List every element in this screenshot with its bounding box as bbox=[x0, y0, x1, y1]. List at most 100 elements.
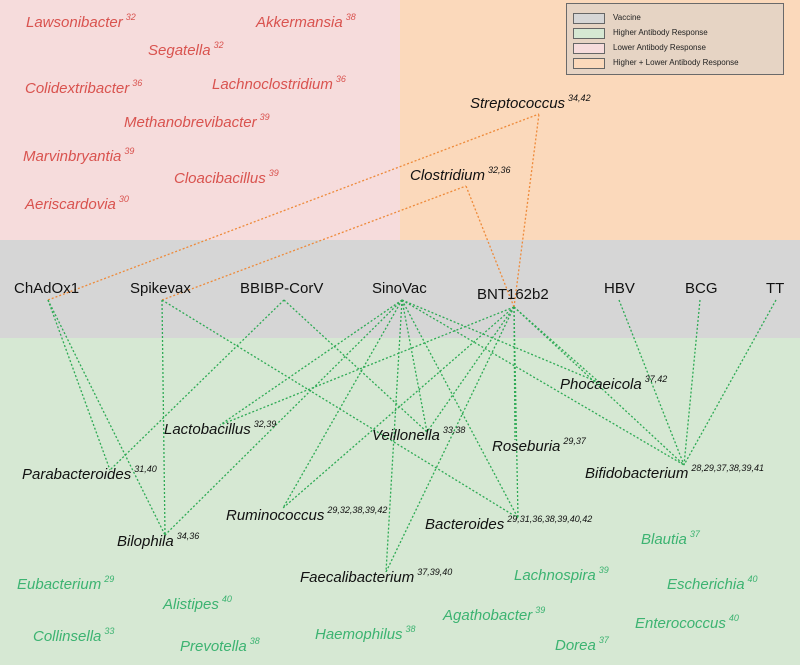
link-higher-chadox1-bilophila bbox=[47, 299, 166, 536]
taxon-refs: 38 bbox=[345, 12, 356, 22]
taxon-refs: 32 bbox=[125, 12, 136, 22]
taxon-refs: 39 bbox=[535, 605, 546, 615]
taxon-refs: 29,37 bbox=[563, 436, 586, 446]
taxon-refs: 39 bbox=[124, 146, 135, 156]
taxon-name: Parabacteroides bbox=[22, 466, 132, 483]
taxon-name: Phocaeicola bbox=[560, 376, 642, 393]
taxon-name: Lawsonibacter bbox=[26, 14, 123, 31]
taxon-name: Lachnospira bbox=[514, 567, 596, 584]
vaccine-hbv: HBV bbox=[604, 280, 635, 297]
taxon-name: Dorea bbox=[555, 637, 596, 654]
vaccine-sinovac: SinoVac bbox=[372, 280, 427, 297]
taxon-refs: 38 bbox=[249, 636, 260, 646]
taxon-name: Blautia bbox=[641, 531, 687, 548]
taxon-refs: 32 bbox=[213, 40, 224, 50]
vaccine-spikevax: Spikevax bbox=[130, 280, 191, 297]
taxon-name: Aeriscardovia bbox=[25, 196, 116, 213]
taxon-name: Escherichia bbox=[667, 576, 745, 593]
link-higher-chadox1-parabacteroides bbox=[47, 299, 111, 471]
taxon-refs: 32,39 bbox=[253, 419, 277, 429]
link-higher-sinovac-lactobacillus bbox=[219, 299, 403, 426]
legend-label: Higher + Lower Antibody Response bbox=[613, 58, 739, 67]
taxon-refs: 37 bbox=[598, 635, 609, 645]
lower-response-region bbox=[0, 0, 400, 240]
taxon-name: Alistipes bbox=[163, 596, 219, 613]
taxon-refs: 28,29,37,38,39,41 bbox=[691, 463, 764, 473]
legend: Vaccine Higher Antibody Response Lower A… bbox=[566, 3, 784, 75]
vaccine-region bbox=[0, 240, 800, 338]
higher-response-region bbox=[0, 338, 800, 665]
legend-swatch-vaccine bbox=[573, 13, 605, 24]
taxon-refs: 37,39,40 bbox=[417, 567, 453, 577]
vaccine-bnt162b2: BNT162b2 bbox=[477, 286, 549, 303]
taxon-name: Methanobrevibacter bbox=[124, 114, 257, 131]
taxon-name: Enterococcus bbox=[635, 615, 726, 632]
taxon-name: Prevotella bbox=[180, 638, 247, 655]
link-higher-bnt-roseburia bbox=[513, 306, 516, 441]
vaccine-bcg: BCG bbox=[685, 280, 718, 297]
taxon-name: Lactobacillus bbox=[164, 421, 251, 438]
taxon-name: Akkermansia bbox=[256, 14, 343, 31]
taxon-refs: 33,38 bbox=[442, 425, 466, 435]
legend-swatch-higher bbox=[573, 28, 605, 39]
link-both-bnt-clostridium bbox=[465, 185, 515, 308]
taxon-name: Bifidobacterium bbox=[585, 465, 689, 482]
link-higher-sinovac-faecalibacterium bbox=[385, 299, 403, 573]
taxon-name: Clostridium bbox=[410, 167, 486, 184]
taxon-refs: 37 bbox=[689, 529, 700, 539]
link-higher-bbibp-veillonella bbox=[283, 299, 428, 433]
taxon-name: Faecalibacterium bbox=[300, 569, 415, 586]
taxon-name: Colidextribacter bbox=[25, 80, 130, 97]
link-higher-bnt-veillonella bbox=[426, 306, 515, 433]
taxon-refs: 30 bbox=[118, 194, 129, 204]
taxon-name: Haemophilus bbox=[315, 626, 403, 643]
link-higher-sinovac-phocaeicola bbox=[401, 299, 601, 384]
taxon-name: Streptococcus bbox=[470, 95, 566, 112]
taxon-refs: 29 bbox=[104, 574, 115, 584]
taxon-refs: 36 bbox=[132, 78, 143, 88]
vaccine-bbibp-corv: BBIBP-CorV bbox=[240, 280, 324, 297]
taxon-refs: 32,36 bbox=[488, 165, 511, 175]
link-both-chadox1-streptococcus bbox=[47, 113, 540, 301]
taxon-refs: 40 bbox=[728, 613, 739, 623]
legend-swatch-lower bbox=[573, 43, 605, 54]
taxon-name: Collinsella bbox=[33, 628, 102, 645]
link-higher-sinovac-bifidobacterium bbox=[401, 299, 685, 466]
link-higher-sinovac-ruminococcus bbox=[282, 299, 403, 509]
taxon-name: Ruminococcus bbox=[226, 507, 325, 524]
link-both-bnt-streptococcus bbox=[513, 113, 540, 308]
link-higher-bnt-ruminococcus bbox=[282, 306, 515, 509]
legend-label: Higher Antibody Response bbox=[613, 28, 708, 37]
taxon-refs: 34,36 bbox=[176, 531, 200, 541]
link-higher-bnt-faecalibacterium bbox=[385, 306, 515, 573]
taxon-refs: 40 bbox=[747, 574, 758, 584]
link-higher-bnt-bacteroides bbox=[513, 306, 519, 519]
taxon-refs: 37,42 bbox=[644, 374, 668, 384]
taxon-name: Eubacterium bbox=[17, 576, 102, 593]
taxon-name: Bacteroides bbox=[425, 516, 505, 533]
vaccine-tt: TT bbox=[766, 280, 785, 297]
vaccine-chadox1: ChAdOx1 bbox=[14, 280, 80, 297]
taxon-name: Segatella bbox=[148, 42, 211, 59]
